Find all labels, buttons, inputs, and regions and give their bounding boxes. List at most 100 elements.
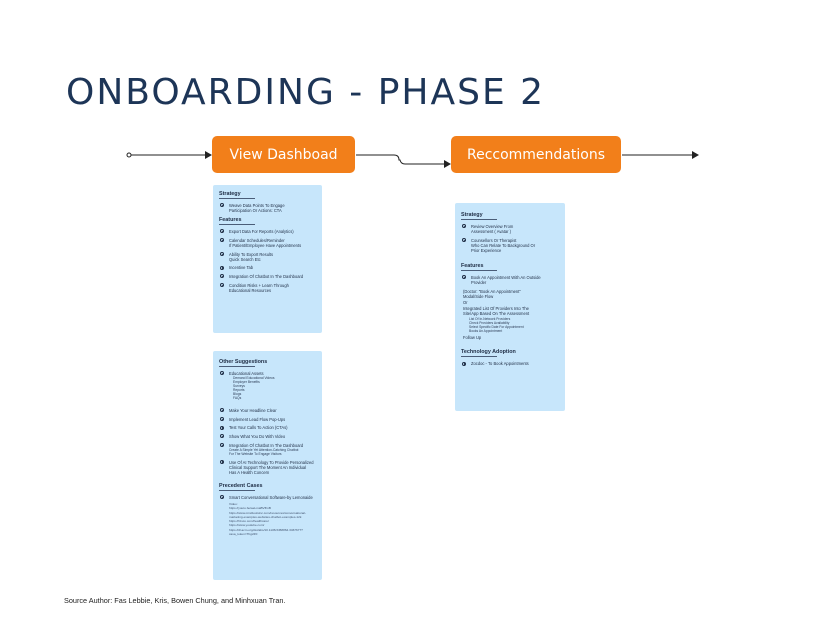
item-text: Book An Appointment With An Outside [471, 275, 541, 281]
bullet-icon: o [220, 459, 224, 464]
bullet-icon: o [220, 443, 224, 448]
list-item: o Book An Appointment With An Outside Pr… [461, 275, 559, 285]
other-suggestions-heading: Other Suggestions [219, 359, 268, 365]
reference-link[interactable]: https://Cisco.com/healthcare/ [229, 519, 269, 524]
item-text: Modal/Side Flow [463, 294, 494, 300]
sub-item: Select Specific Date For Appointment [469, 324, 524, 329]
step-view-dashboard-label: View Dashboad [229, 146, 338, 163]
item-text: Test Your Calls To Action (CTAs) [229, 425, 288, 431]
recommendations-card: Strategy o Review Overview From Assessme… [455, 203, 565, 411]
step-recommendations[interactable]: Reccommendations [451, 136, 621, 173]
flow-arrowhead-1 [205, 151, 212, 159]
step-view-dashboard[interactable]: View Dashboad [212, 136, 355, 173]
divider [461, 270, 497, 272]
item-text: Integration Of Chatbot In The Dashboard [229, 274, 304, 280]
bullet-icon: o [220, 238, 224, 243]
suggestions-card: Other Suggestions o Educational Assets D… [213, 351, 322, 580]
recommendations-features-heading: Features [461, 263, 484, 270]
item-text: Show What You Do With Video [229, 434, 286, 440]
sub-item: Surveys [233, 384, 245, 389]
item-subtext: Create A Simple Yet Attention-Catching C… [229, 447, 299, 452]
reference-link[interactable]: https://youtu.be/aeLmaBVfhnB [229, 506, 271, 511]
reference-link[interactable]: https://dl.acm.org/doi/abs/10.1145/34588… [229, 527, 303, 532]
sub-item: List Of In-Network Providers [469, 316, 511, 321]
item-text: (Doctor: "Book An Appointment" [463, 288, 521, 294]
item-text: Review Overview From [471, 224, 514, 229]
item-text: Integration Of Chatbot In The Dashboard [229, 442, 304, 448]
list-item: o Integration Of Chatbot In The Dashboar… [219, 443, 316, 456]
list-item: o Educational Assets Demand Educational … [219, 371, 316, 400]
bullet-icon: o [220, 495, 224, 500]
bullet-icon: o [220, 408, 224, 413]
divider [219, 198, 255, 199]
step-recommendations-label: Reccommendations [466, 146, 605, 163]
list-item: o Export Data For Reports (Analytics) [219, 229, 316, 234]
list-item: o Use Of AI Technology To Provide Person… [219, 460, 316, 475]
item-text: If Patient/Employee Have Appointments [229, 242, 302, 248]
item-text: Incentive Tab [229, 265, 254, 271]
reference-link[interactable]: marketing-examples-websites-chatbot-exam… [229, 514, 302, 519]
item-text: Make Your Headline Clear [229, 408, 277, 414]
divider [219, 224, 255, 226]
bullet-icon: o [220, 274, 224, 279]
bullet-icon: o [220, 229, 224, 234]
reference-link[interactable]: Video: [229, 501, 238, 506]
precedent-cases-heading: Precedent Cases [219, 482, 263, 489]
item-text: Clinical Support The Moment An Individua… [229, 464, 307, 470]
item-text: Or [463, 300, 468, 306]
flow-arrowhead-2 [444, 160, 451, 168]
item-text: Integrated List Of Providers Into The [463, 305, 529, 311]
dashboard-features-heading: Features [219, 217, 242, 224]
list-item: o Weave Data Points To Engage Participat… [219, 203, 316, 213]
item-text: Participation Or Actions: CTA [229, 208, 282, 214]
item-text: Weave Data Points To Engage [229, 203, 285, 208]
sub-item: Employer Benefits [233, 380, 260, 385]
item-text: Educational Resources [229, 287, 272, 293]
item-text: Site/App Based On The Assessment [463, 311, 530, 317]
list-item: o Incentive Tab [219, 265, 316, 270]
bullet-icon: o [220, 434, 224, 439]
item-text: Export Data For Reports (Analytics) [229, 229, 294, 235]
bullet-icon: o [462, 224, 466, 229]
bullet-icon: o [220, 371, 224, 376]
flow-start-dot [126, 152, 132, 158]
list-item: o Integration Of Chatbot In The Dashboar… [219, 274, 316, 279]
item-text: Counsellors Or Therapist [471, 237, 517, 243]
bullet-icon: o [220, 251, 224, 256]
reference-link[interactable]: https://www.youtube.com/ [229, 523, 265, 528]
sub-item: Reports [233, 388, 245, 393]
flow-arrowhead-3 [692, 151, 699, 159]
bullet-icon: o [220, 417, 224, 422]
page-title: ONBOARDING - PHASE 2 [66, 72, 546, 113]
reference-link[interactable]: https://www.mindtoolsinc.com/resources/c… [229, 510, 306, 515]
item-text: Prior Experience [471, 247, 502, 253]
item-text: Provider [471, 280, 487, 286]
sub-item: Check Providers Availability [469, 320, 510, 325]
bullet-icon: o [220, 283, 224, 288]
reference-link[interactable]: casa_token=Tbg2Z0 [229, 531, 258, 536]
item-text: Ability To Export Results [229, 251, 274, 257]
item-text: Zocdoc - To Book Appointments [471, 361, 529, 367]
item-text: Who Can Relate To Background Or [471, 242, 536, 248]
item-text: Condition Risks + Learn Through [229, 282, 289, 288]
item-text: Use Of AI Technology To Provide Personal… [229, 459, 314, 465]
bullet-icon: o [462, 238, 466, 243]
list-item: o Zocdoc - To Book Appointments [461, 361, 559, 366]
item-text: Calendar Schedules/Reminder [229, 237, 285, 243]
item-text: Assessment ( Avatar ) [471, 229, 511, 235]
item-text: Follow Up [463, 334, 482, 340]
list-item: o Condition Risks + Learn Through Educat… [219, 283, 316, 293]
item-text: Educational Assets [229, 371, 264, 376]
list-item: o Implement Lead Flow Pop-Ups [219, 417, 316, 422]
sub-item: Books An Appointment [469, 328, 503, 333]
sub-item: FAQs [233, 396, 242, 401]
dashboard-card: Strategy o Weave Data Points To Engage P… [213, 185, 322, 333]
bullet-icon: o [462, 275, 466, 280]
list-item: o Show What You Do With Video [219, 434, 316, 439]
list-item: o Smart Conversational Software-by Lemon… [219, 495, 316, 536]
list-item: o Review Overview From Assessment ( Avat… [461, 224, 559, 234]
technology-adoption-heading: Technology Adoption [461, 349, 516, 356]
list-item: o Test Your Calls To Action (CTAs) [219, 425, 316, 430]
divider [461, 219, 497, 220]
